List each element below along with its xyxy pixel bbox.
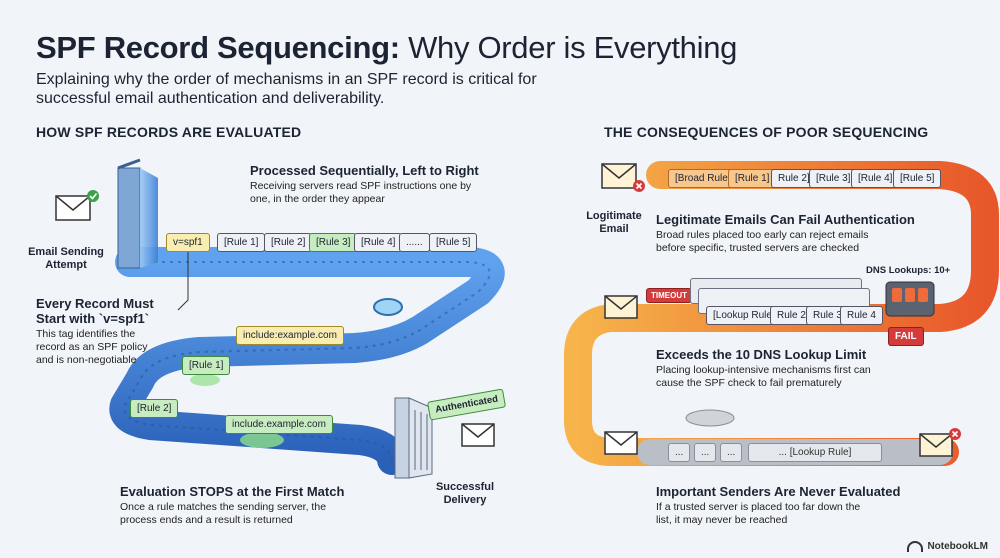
tag-rule-2: [Rule 2]: [264, 233, 313, 252]
brand-logo: NotebookLM: [907, 541, 988, 552]
success-gate: [394, 397, 433, 479]
page-subtitle: Explaining why the order of mechanisms i…: [36, 71, 537, 107]
tag-top-rule-1: [Rule 1]: [728, 169, 777, 188]
envelope-icon-sender: [55, 190, 99, 221]
tag-include-top: include:example.com: [236, 326, 344, 345]
tag-bottom-ellipsis-1: ...: [668, 443, 691, 462]
envelope-icon-rejected: [919, 428, 961, 457]
exceeds-title: Exceeds the 10 DNS Lookup Limit: [656, 347, 867, 362]
tag-bottom-ellipsis-3: ...: [720, 443, 743, 462]
brand-name: NotebookLM: [927, 541, 988, 552]
tag-rule-1: [Rule 1]: [217, 233, 266, 252]
tag-bottom-lookup-rule: ... [Lookup Rule]: [748, 443, 882, 462]
stops-body: Once a rule matches the sending server, …: [120, 501, 327, 526]
envelope-icon-timeout: [604, 295, 638, 319]
orange-track: [564, 161, 999, 466]
fail-badge: FAIL: [888, 327, 924, 346]
tag-lookup-rule-2: Rule 2: [770, 306, 813, 325]
sequential-body: Receiving servers read SPF instructions …: [250, 180, 472, 205]
legit-email-label: Logitimate Email: [586, 210, 642, 235]
title-bold: SPF Record Sequencing:: [36, 30, 400, 65]
right-section-heading: THE CONSEQUENCES OF POOR SEQUENCING: [604, 124, 929, 140]
sequential-title: Processed Sequentially, Left to Right: [250, 163, 479, 178]
envelope-icon-legit: [601, 163, 645, 192]
page-title: SPF Record Sequencing: Why Order is Ever…: [36, 30, 737, 66]
delivery-label: Successful Delivery: [435, 481, 495, 506]
sender-label: Email Sending Attempt: [28, 246, 104, 271]
left-section-heading: HOW SPF RECORDS ARE EVALUATED: [36, 124, 302, 140]
envelope-icon-unevaluated: [604, 431, 638, 455]
dns-lookups-label: DNS Lookups: 10+: [866, 265, 951, 276]
envelope-icon-delivered: [461, 423, 495, 447]
title-rest: Why Order is Everything: [399, 30, 738, 65]
tag-rule-5: [Rule 5]: [429, 233, 478, 252]
never-title: Important Senders Are Never Evaluated: [656, 484, 901, 499]
never-body: If a trusted server is placed too far do…: [656, 501, 861, 526]
exceeds-body: Placing lookup-intensive mechanisms firs…: [656, 364, 871, 389]
entry-gate: [117, 158, 158, 269]
tag-rule-1-lower: [Rule 1]: [182, 356, 231, 375]
tag-top-rule-3: [Rule 3]: [809, 169, 858, 188]
must-start-title: Every Record Must Start with `v=spf1`: [36, 296, 154, 326]
tag-bottom-ellipsis-2: ...: [694, 443, 717, 462]
tag-rule-4: [Rule 4]: [354, 233, 403, 252]
notebooklm-icon: [907, 541, 924, 552]
tag-top-rule-5: [Rule 5]: [893, 169, 942, 188]
tag-ellipsis: ......: [399, 233, 430, 252]
tag-broad-rule: [Broad Rule: [668, 169, 735, 188]
dns-server-icon: [885, 281, 935, 317]
fail-auth-body: Broad rules placed too early can reject …: [656, 229, 869, 254]
tag-lookup-rule-4: Rule 4: [840, 306, 883, 325]
stops-title: Evaluation STOPS at the First Match: [120, 484, 345, 499]
tag-rule-2-lower: [Rule 2]: [130, 399, 179, 418]
timeout-badge: TIMEOUT: [646, 288, 692, 303]
tag-v-spf1: v=spf1: [166, 233, 210, 252]
tag-include-bottom: include.example.com: [225, 415, 333, 434]
tag-lookup-rule: [Lookup Rule]: [706, 306, 782, 325]
must-start-body: This tag identifies the record as an SPF…: [36, 328, 148, 366]
fail-auth-title: Legitimate Emails Can Fail Authenticatio…: [656, 212, 915, 227]
tag-rule-3: [Rule 3]: [309, 233, 358, 252]
